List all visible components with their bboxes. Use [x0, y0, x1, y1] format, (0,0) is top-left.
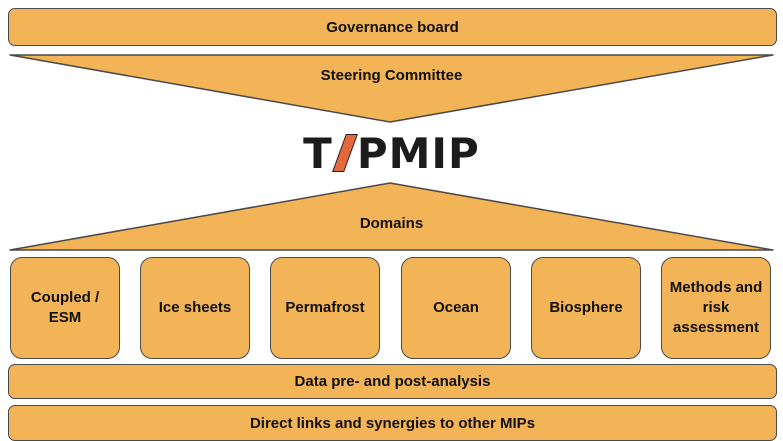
direct-links-label: Direct links and synergies to other MIPs — [249, 414, 536, 432]
domain-ice-sheets: Ice sheets — [140, 257, 250, 359]
domain-biosphere: Biosphere — [531, 257, 641, 359]
logo-left-text: T — [303, 128, 333, 178]
domain-label: Ocean — [433, 298, 479, 316]
domain-label: Biosphere — [549, 298, 623, 316]
domain-label: Permafrost — [285, 298, 365, 316]
domain-permafrost: Permafrost — [270, 257, 380, 359]
data-analysis-bar: Data pre- and post-analysis — [8, 364, 777, 399]
logo-right-text: PMIP — [356, 128, 480, 178]
data-analysis-label: Data pre- and post-analysis — [294, 373, 491, 390]
domain-methods-risk: Methods and risk assessment — [661, 257, 771, 359]
governance-board: Governance board — [8, 8, 777, 46]
domain-label: Coupled / ESM — [30, 288, 100, 326]
domains-triangle — [9, 182, 774, 251]
domain-label: Methods and risk assessment — [669, 278, 763, 337]
domains-label: Domains — [359, 215, 424, 232]
steering-committee-label: Steering Committee — [320, 67, 463, 84]
tipmip-logo: T PMIP — [0, 128, 783, 178]
logo-slash-mark — [331, 134, 358, 172]
domain-coupled-esm: Coupled / ESM — [10, 257, 120, 359]
governance-board-label: Governance board — [326, 18, 459, 36]
domain-ocean: Ocean — [401, 257, 511, 359]
domain-label: Ice sheets — [158, 298, 232, 316]
